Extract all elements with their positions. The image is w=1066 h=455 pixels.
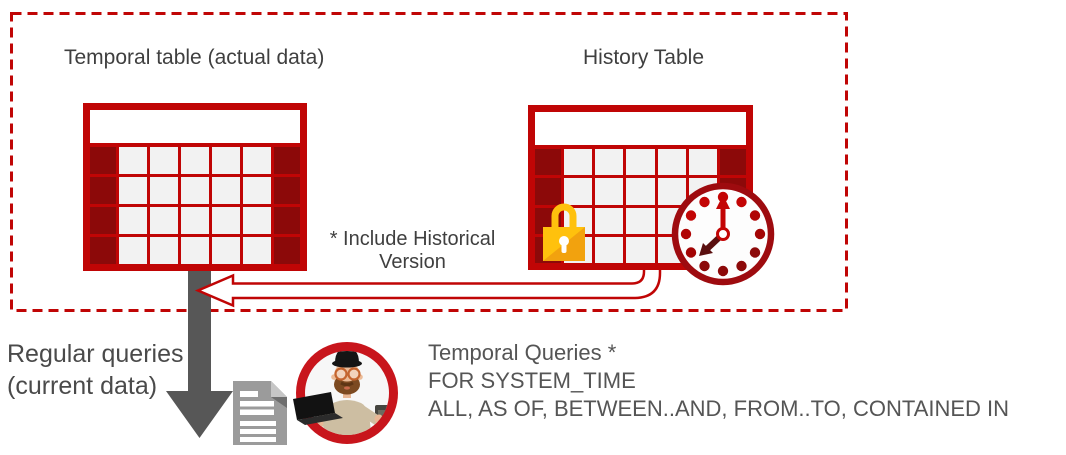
table-cell xyxy=(595,207,624,234)
regular-queries-line-2: (current data) xyxy=(7,372,158,400)
table-cell xyxy=(626,149,655,176)
clock-icon xyxy=(671,182,775,286)
table-cell xyxy=(150,147,178,174)
table-cell xyxy=(181,177,209,204)
temporal-queries-text: Temporal Queries * FOR SYSTEM_TIME ALL, … xyxy=(428,339,1009,423)
table-cell xyxy=(212,147,240,174)
table-cell xyxy=(90,147,116,174)
table-header-row xyxy=(535,112,746,145)
table-cell xyxy=(150,177,178,204)
regular-queries-line-1: Regular queries xyxy=(7,340,184,368)
table-cell xyxy=(181,207,209,234)
table-cell xyxy=(181,237,209,264)
temporal-table-label: Temporal table (actual data) xyxy=(64,46,325,69)
table-cell xyxy=(90,177,116,204)
table-cell xyxy=(274,177,300,204)
table-header-row xyxy=(90,110,300,143)
table-cell xyxy=(688,149,717,176)
temporal-queries-line-3: ALL, AS OF, BETWEEN..AND, FROM..TO, CONT… xyxy=(428,396,1010,421)
table-cell xyxy=(535,149,561,176)
table-cell xyxy=(657,149,686,176)
table-cell xyxy=(626,207,655,234)
include-historical-note: * Include Historical Version xyxy=(310,228,515,274)
table-cell xyxy=(720,149,746,176)
note-line-2: Version xyxy=(379,251,446,273)
note-line-1: * Include Historical xyxy=(329,228,496,250)
table-cell xyxy=(657,178,686,205)
table-cell xyxy=(243,177,271,204)
table-cell xyxy=(90,207,116,234)
table-cell xyxy=(119,207,147,234)
table-cell xyxy=(626,236,655,263)
table-cell xyxy=(181,147,209,174)
table-cell xyxy=(119,177,147,204)
table-cell xyxy=(150,237,178,264)
table-cell xyxy=(626,178,655,205)
temporal-queries-line-1: Temporal Queries * xyxy=(428,340,617,365)
table-cell xyxy=(595,236,624,263)
table-cell xyxy=(595,178,624,205)
developer-avatar-icon xyxy=(293,342,398,444)
table-cell xyxy=(119,237,147,264)
lock-icon xyxy=(543,203,585,261)
temporal-queries-line-2: FOR SYSTEM_TIME xyxy=(428,368,636,393)
table-cell xyxy=(150,207,178,234)
table-cell xyxy=(212,207,240,234)
history-table-label: History Table xyxy=(583,46,704,69)
document-icon xyxy=(233,381,287,445)
dashed-region-border xyxy=(10,12,848,312)
temporal-table-icon xyxy=(83,103,307,271)
table-cell xyxy=(119,147,147,174)
table-cell xyxy=(274,207,300,234)
table-cell xyxy=(243,147,271,174)
regular-queries-text: Regular queries (current data) xyxy=(7,338,184,402)
table-cell xyxy=(212,177,240,204)
table-cell xyxy=(535,178,561,205)
table-grid xyxy=(90,147,300,264)
table-cell xyxy=(243,237,271,264)
table-cell xyxy=(595,149,624,176)
table-cell xyxy=(243,207,271,234)
down-arrow-icon xyxy=(166,265,233,438)
table-cell xyxy=(212,237,240,264)
table-cell xyxy=(564,178,593,205)
table-cell xyxy=(564,149,593,176)
table-cell xyxy=(274,237,300,264)
table-cell xyxy=(274,147,300,174)
table-cell xyxy=(90,237,116,264)
